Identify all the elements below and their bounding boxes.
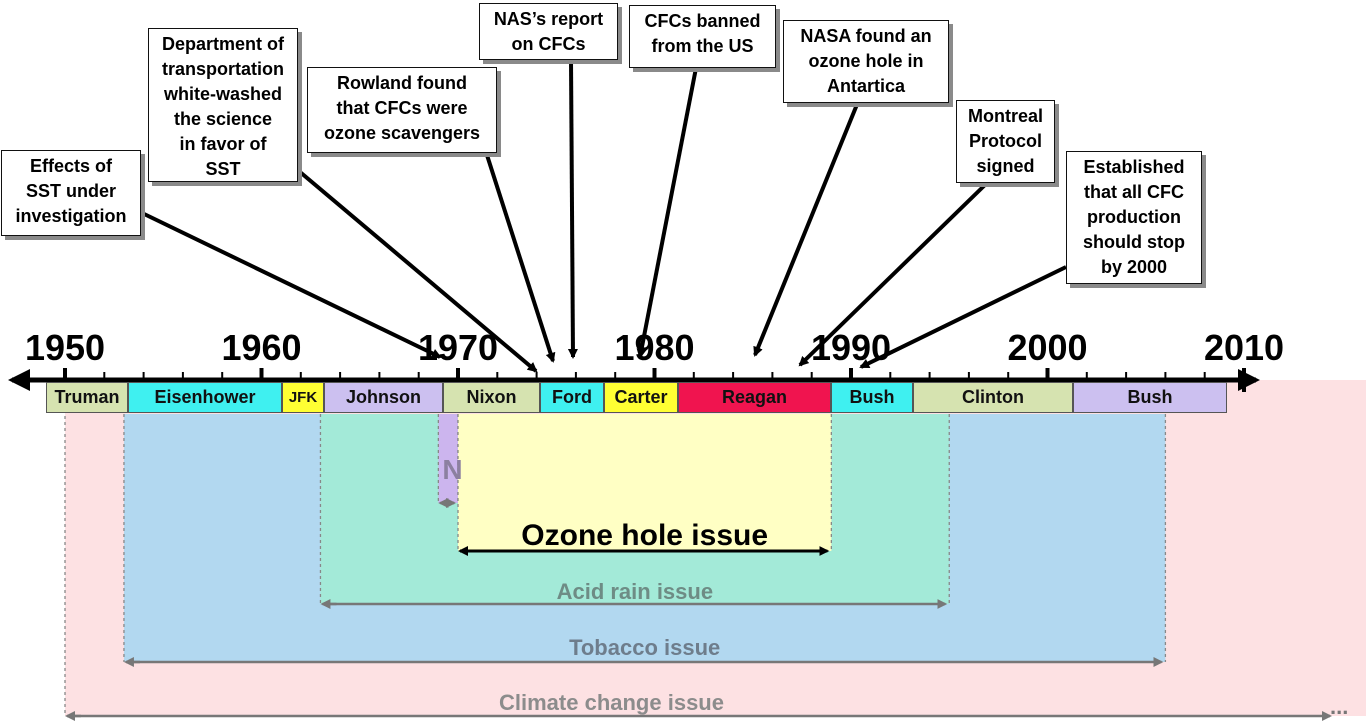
year-label: 1970: [417, 327, 499, 368]
president-term: Ford: [540, 382, 604, 413]
year-label: 1980: [614, 327, 695, 368]
year-label: 1950: [24, 327, 106, 368]
callout-arrow: [859, 265, 1067, 369]
president-term: JFK: [282, 382, 324, 413]
issue-label: N: [442, 454, 463, 485]
issue-label: Tobacco issue: [569, 635, 721, 660]
event-callout: Department of transportation white-washe…: [148, 28, 298, 182]
issue-region: [438, 414, 458, 503]
year-label: 2000: [1007, 327, 1088, 368]
president-term: Bush: [831, 382, 913, 413]
president-term: Nixon: [443, 382, 540, 413]
issue-label: Ozone hole issue: [521, 519, 769, 552]
president-term: Johnson: [324, 382, 443, 413]
year-label: 1990: [810, 327, 892, 368]
callout-arrow: [139, 210, 442, 359]
year-label: 2010: [1203, 327, 1285, 368]
event-callout: Established that all CFC production shou…: [1066, 151, 1202, 284]
president-term: Truman: [46, 382, 128, 413]
event-callout: Montreal Protocol signed: [956, 100, 1055, 183]
event-callout: Effects of SST under investigation: [1, 150, 141, 236]
event-callout: NASA found an ozone hole in Antartica: [783, 20, 949, 103]
president-term: Clinton: [913, 382, 1073, 413]
president-term: Bush: [1073, 382, 1227, 413]
callout-arrow: [636, 67, 698, 359]
event-callout: Rowland found that CFCs were ozone scave…: [307, 67, 497, 153]
event-callout: CFCs banned from the US: [629, 5, 776, 68]
callout-arrow: [298, 170, 538, 373]
issue-region: [458, 414, 832, 551]
callout-arrows: [139, 59, 1067, 373]
callout-arrow: [753, 101, 860, 357]
issue-label: Acid rain issue: [556, 579, 714, 604]
issue-regions: [64, 380, 1366, 721]
callout-arrow: [567, 59, 578, 359]
president-term: Eisenhower: [128, 382, 282, 413]
year-label: 1960: [221, 327, 302, 368]
callout-arrow: [798, 180, 990, 367]
president-term: Carter: [604, 382, 678, 413]
ellipsis-mark: ...: [1330, 694, 1349, 719]
event-callout: NAS’s report on CFCs: [479, 3, 618, 60]
president-term: Reagan: [678, 382, 831, 413]
issue-label: Climate change issue: [499, 690, 724, 715]
callout-arrow: [484, 151, 556, 363]
